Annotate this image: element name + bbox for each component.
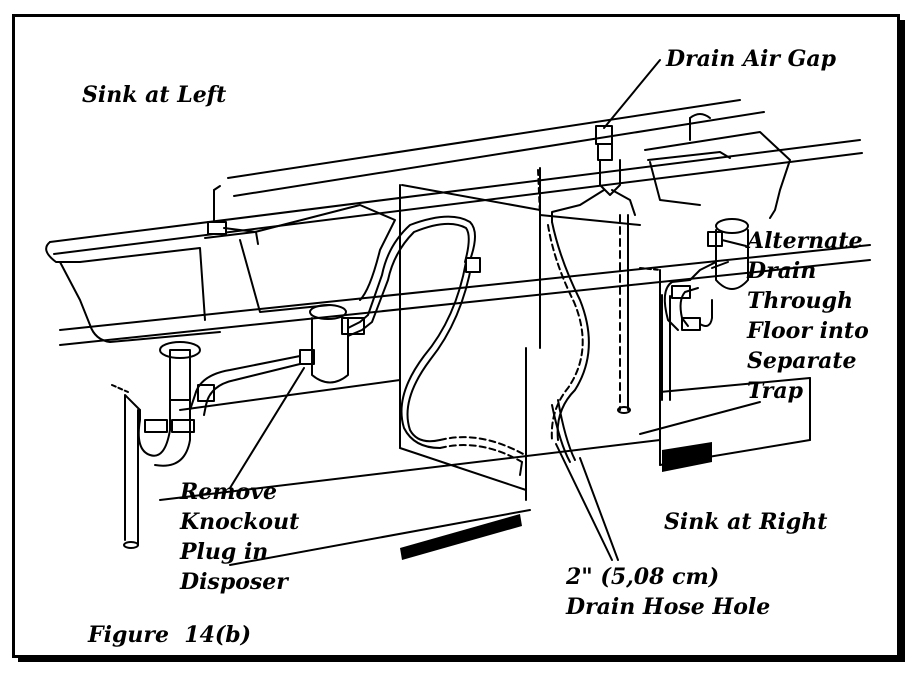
dishwasher-drain-hose bbox=[400, 257, 526, 476]
drain-hose-hole-line: Drain Hose Hole bbox=[566, 594, 771, 620]
figure-frame bbox=[12, 14, 900, 658]
drain-air-gap-label: Drain Air Gap bbox=[666, 46, 837, 72]
alternate-drain-line: Through bbox=[747, 288, 854, 314]
right-disposer-trap bbox=[639, 218, 749, 401]
alternate-drain-label: Alternate Drain Through Floor into Separ… bbox=[747, 226, 869, 406]
remove-knockout-line: Disposer bbox=[180, 569, 288, 595]
alternate-drain-line: Floor into bbox=[747, 318, 869, 344]
drain-hose-hole-line: 2" (5,08 cm) bbox=[566, 564, 720, 590]
leader-lines bbox=[229, 59, 761, 561]
alternate-drain-line: Separate bbox=[747, 348, 857, 374]
remove-knockout-line: Knockout bbox=[180, 509, 300, 535]
left-double-sink bbox=[59, 185, 396, 343]
remove-knockout-label: Remove Knockout Plug in Disposer bbox=[180, 477, 299, 597]
frame-shadow-right bbox=[899, 20, 905, 662]
floor-shadows bbox=[400, 442, 712, 560]
remove-knockout-line: Plug in bbox=[180, 539, 269, 565]
remove-knockout-line: Remove bbox=[180, 479, 278, 505]
right-sink bbox=[644, 113, 791, 219]
sink-at-left-label: Sink at Left bbox=[82, 82, 227, 108]
left-disposer bbox=[189, 215, 476, 416]
figure-caption: Figure 14(b) bbox=[88, 622, 252, 648]
sink-at-right-label: Sink at Right bbox=[664, 509, 828, 535]
left-trap bbox=[111, 341, 201, 549]
alternate-drain-line: Trap bbox=[747, 378, 803, 404]
air-gap-assembly bbox=[537, 125, 636, 463]
frame-shadow-bottom bbox=[18, 657, 905, 662]
alternate-drain-line: Alternate bbox=[747, 228, 863, 254]
back-wall-lines bbox=[227, 99, 765, 197]
alternate-drain-line: Drain bbox=[747, 258, 817, 284]
countertop bbox=[45, 139, 871, 346]
drain-hose-hole-label: 2" (5,08 cm) Drain Hose Hole bbox=[566, 562, 770, 622]
